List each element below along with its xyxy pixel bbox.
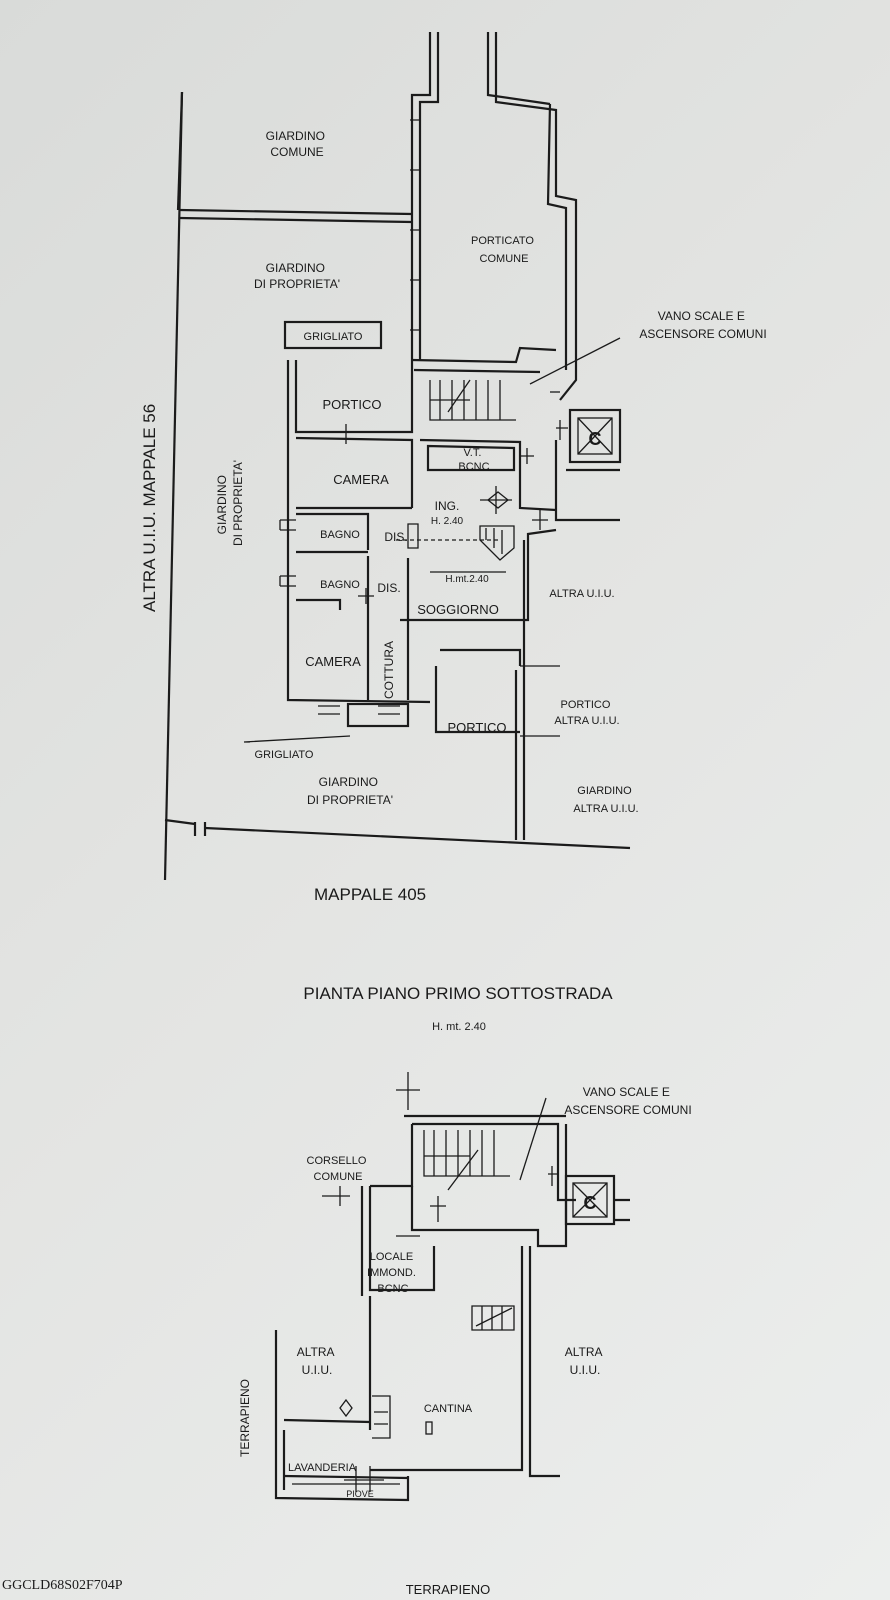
plan-title: PIANTA PIANO PRIMO SOTTOSTRADA [303,984,613,1003]
label-locale-immond: LOCALE IMMOND. BCNC [367,1251,419,1295]
label-dis-2: DIS. [377,581,400,595]
label-giardino-comune-top: GIARDINO COMUNE [266,129,329,159]
label-stair-c-lower: C [584,1193,597,1213]
label-vano-scale-lower: VANO SCALE E ASCENSORE COMUNI [564,1085,691,1117]
upper-plan [163,32,631,881]
left-boundary-label: ALTRA U.I.U. MAPPALE 56 [140,404,159,612]
label-terrapieno-left: TERRAPIENO [238,1379,252,1457]
label-giardino-proprieta-bottom: GIARDINO DI PROPRIETA' [307,775,393,807]
label-dis-1: DIS. [384,530,407,544]
label-giardino-proprieta-top: GIARDINO DI PROPRIETA' [254,261,340,291]
label-corsello: CORSELLO COMUNE [307,1155,370,1183]
label-bagno-2: BAGNO [320,579,360,591]
label-vano-scale: VANO SCALE E ASCENSORE COMUNI [639,309,766,341]
document-code: GGCLD68S02F704P [2,1578,123,1593]
label-porticato-comune: PORTICATO COMUNE [471,235,537,265]
label-altra-uiu-left: ALTRA U.I.U. [297,1345,337,1377]
label-camera-1: CAMERA [333,472,389,487]
label-stair-c-upper: C [589,429,602,449]
label-lavanderia: LAVANDERIA [288,1462,357,1474]
label-camera-2: CAMERA [305,654,361,669]
label-cottura: COTTURA [382,641,396,699]
label-giardino-proprieta-left: GIARDINO DI PROPRIETA' [215,460,245,546]
label-bagno-1: BAGNO [320,529,360,541]
label-soggiorno: SOGGIORNO [417,602,499,617]
label-giardino-altra: GIARDINO ALTRA U.I.U. [573,785,638,815]
label-portico-altra: PORTICO ALTRA U.I.U. [554,699,619,727]
plan-subtitle: H. mt. 2.40 [432,1021,486,1033]
label-h-240: H. 2.40 [431,516,464,527]
label-altra-uiu-right-lower: ALTRA U.I.U. [565,1345,605,1377]
label-piove: PIOVE [346,1489,374,1499]
label-ing: ING. [435,499,460,513]
label-portico-bottom: PORTICO [448,720,507,735]
label-altra-uiu-right: ALTRA U.I.U. [549,588,614,600]
label-terrapieno-bottom: TERRAPIENO [406,1582,491,1597]
label-portico-top: PORTICO [323,397,382,412]
label-grigliato-top: GRIGLIATO [304,331,363,343]
bottom-boundary-label: MAPPALE 405 [314,885,426,904]
lower-plan [274,1072,630,1502]
label-h-mt-240: H.mt.2.40 [445,574,489,585]
label-vt-bcnc: V.T. BCNC [458,447,489,473]
label-grigliato-bottom: GRIGLIATO [255,749,314,761]
label-cantina: CANTINA [424,1403,473,1415]
